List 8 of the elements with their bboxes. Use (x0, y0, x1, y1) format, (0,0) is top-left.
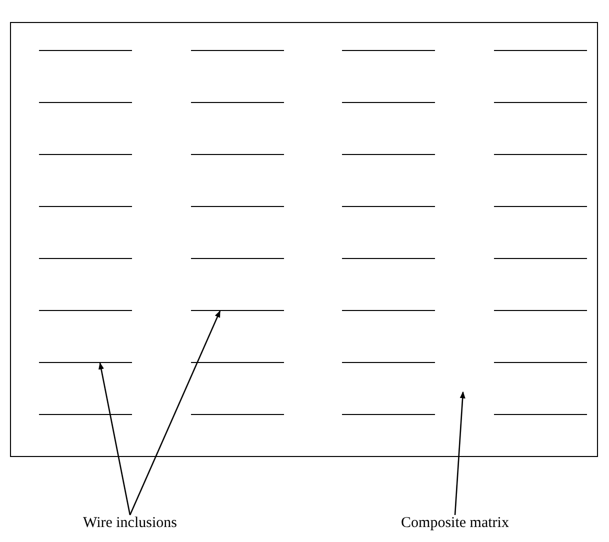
matrix-box (10, 22, 598, 457)
wire-line (191, 310, 284, 311)
leader-arrow (98, 362, 131, 516)
leader-arrow (129, 310, 221, 516)
label-text: Composite matrix (390, 515, 520, 535)
leader-arrow (454, 391, 466, 516)
label-text: Wire inclusions (70, 515, 190, 535)
wire-line (39, 362, 132, 363)
